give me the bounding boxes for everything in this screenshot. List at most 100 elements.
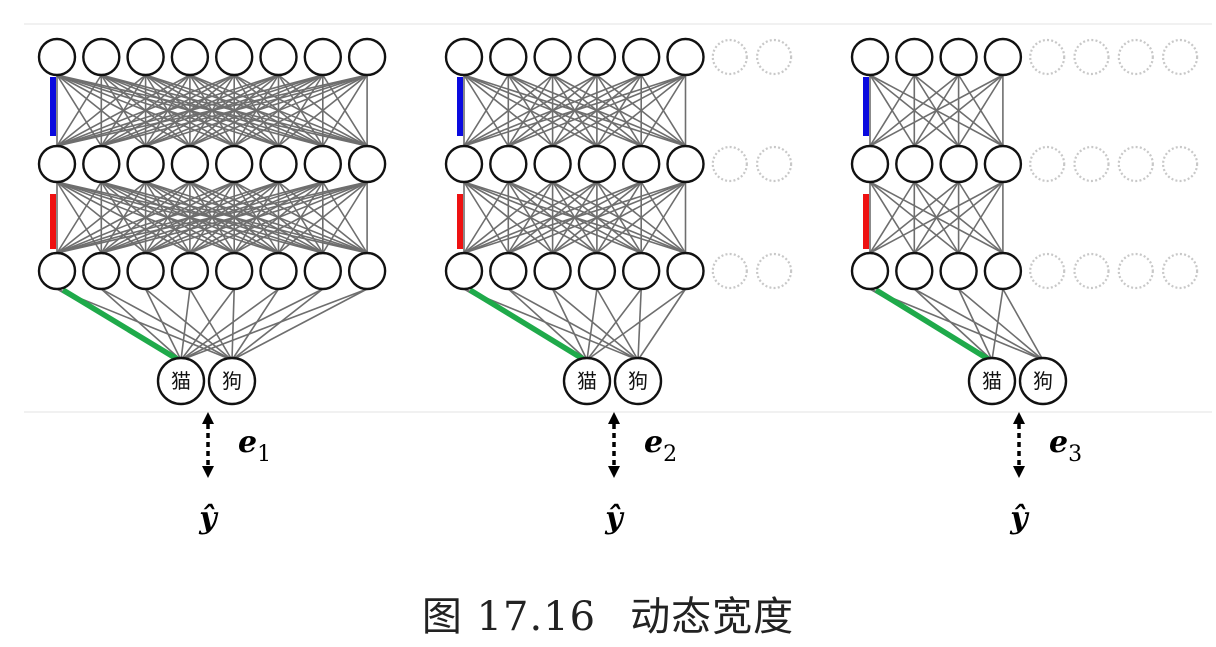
edge xyxy=(463,181,642,254)
neuron-inactive xyxy=(711,252,748,290)
edge xyxy=(189,181,368,254)
target-label: ŷ xyxy=(1009,501,1030,536)
edge xyxy=(869,74,960,147)
edge xyxy=(508,74,686,147)
edge xyxy=(56,181,324,254)
edge xyxy=(869,288,1044,361)
edge xyxy=(277,74,368,147)
neuron xyxy=(126,37,165,77)
neuron xyxy=(303,37,342,77)
neuron xyxy=(82,144,121,184)
highlight-weight-green xyxy=(874,287,990,362)
output-cat-label: 猫 xyxy=(577,369,597,393)
edge xyxy=(507,288,588,361)
edge xyxy=(957,74,1004,147)
edge xyxy=(463,74,686,147)
neuron xyxy=(214,251,254,291)
neuron xyxy=(489,37,528,77)
error-arrow-head-down xyxy=(1013,466,1025,478)
edge xyxy=(869,74,1004,147)
neuron xyxy=(37,37,77,77)
neuron xyxy=(37,251,77,291)
edge xyxy=(56,74,147,147)
neuron xyxy=(666,37,705,77)
neuron xyxy=(82,37,121,77)
neuron xyxy=(126,251,165,291)
panel-1: 猫狗e1ŷ xyxy=(37,37,387,536)
neuron-inactive xyxy=(1029,38,1066,76)
neuron xyxy=(170,37,210,77)
edge xyxy=(507,288,639,361)
edge xyxy=(231,288,280,361)
edge xyxy=(869,181,960,254)
neuron xyxy=(533,251,572,291)
edge xyxy=(552,74,686,147)
edge xyxy=(640,181,687,254)
neuron xyxy=(895,144,934,184)
edge xyxy=(180,288,324,361)
edge xyxy=(180,288,191,361)
edge xyxy=(56,74,191,147)
edge xyxy=(913,74,1004,147)
output-cat-label: 猫 xyxy=(171,369,191,393)
panel-3: 猫狗e3ŷ xyxy=(850,37,1199,536)
edge xyxy=(913,288,1044,361)
neuron-inactive xyxy=(755,38,793,76)
edge xyxy=(56,181,279,254)
output-dog-node xyxy=(613,356,663,406)
neuron xyxy=(895,37,934,77)
neuron-inactive xyxy=(1161,145,1199,183)
neuron xyxy=(666,251,705,291)
edge xyxy=(913,181,1004,254)
error-arrow-head-up xyxy=(608,412,620,424)
edge xyxy=(145,181,368,254)
edge xyxy=(463,181,598,254)
edge xyxy=(189,288,233,361)
panel-2: 猫狗e2ŷ xyxy=(444,37,793,536)
edge xyxy=(463,74,554,147)
output-cat-node xyxy=(967,356,1017,406)
edge xyxy=(144,288,182,361)
edge xyxy=(56,74,324,147)
target-label: ŷ xyxy=(604,501,625,536)
connections xyxy=(56,74,368,361)
edge xyxy=(586,288,642,361)
edge xyxy=(508,181,686,254)
neuron xyxy=(214,37,254,77)
neuron xyxy=(82,251,121,291)
neuron xyxy=(939,251,978,291)
output-dog-node xyxy=(207,356,257,406)
connections xyxy=(463,74,687,361)
edge xyxy=(869,181,915,254)
edge xyxy=(180,288,235,361)
edge xyxy=(189,74,368,147)
neuron-inactive xyxy=(1117,38,1154,76)
edge xyxy=(637,288,642,361)
neuron xyxy=(214,144,254,184)
output-cat-label: 猫 xyxy=(982,369,1002,393)
neuron xyxy=(37,144,77,184)
neuron xyxy=(126,144,165,184)
neuron xyxy=(259,144,298,184)
neuron xyxy=(533,37,572,77)
edge xyxy=(56,74,102,147)
edge xyxy=(56,74,368,147)
neuron xyxy=(533,144,572,184)
neuron xyxy=(303,251,342,291)
edge xyxy=(637,288,687,361)
neuron-inactive xyxy=(711,38,748,76)
neuron-inactive xyxy=(1073,38,1110,76)
error-label: e3 xyxy=(1049,425,1082,467)
neuron xyxy=(170,251,210,291)
connections xyxy=(869,74,1044,361)
edge xyxy=(958,288,1044,361)
neuron xyxy=(303,144,342,184)
edge xyxy=(101,181,368,254)
neuron xyxy=(577,251,617,291)
edge xyxy=(100,288,182,361)
neuron-inactive xyxy=(1073,145,1110,183)
neuron xyxy=(577,37,617,77)
figure-title: 动态宽度 xyxy=(630,594,795,640)
neuron-inactive xyxy=(1161,38,1199,76)
neuron xyxy=(347,37,387,77)
